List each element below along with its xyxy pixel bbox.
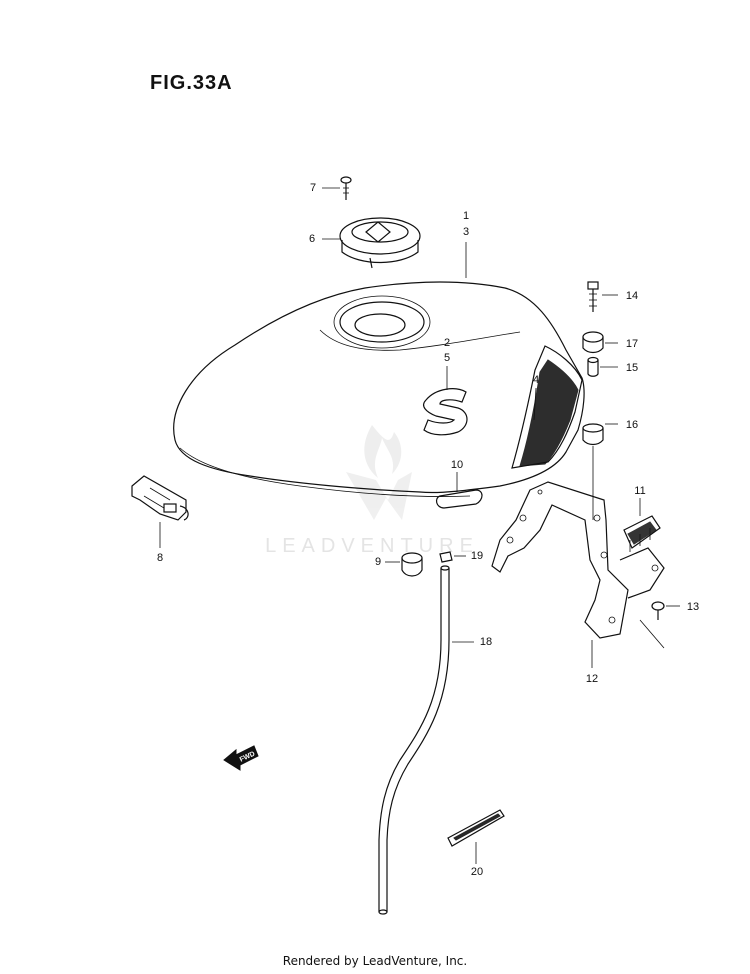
callout-20: 20: [470, 866, 484, 878]
callout-13: 13: [686, 601, 700, 613]
clip-19: [439, 551, 453, 563]
callout-4: 4: [532, 374, 540, 386]
cap-9: [401, 552, 423, 577]
bolt-14: [587, 281, 599, 312]
callout-1: 1: [462, 210, 470, 222]
leader-lines: [159, 187, 680, 864]
callout-16: 16: [625, 419, 639, 431]
callout-17: 17: [625, 338, 639, 350]
cushion-16: [582, 423, 604, 520]
callout-2: 2: [443, 337, 451, 349]
bolt-13: [651, 601, 665, 620]
callout-6: 6: [308, 233, 316, 245]
callout-9: 9: [374, 556, 382, 568]
fwd-arrow-icon: FWD: [223, 745, 259, 771]
callout-8: 8: [156, 552, 164, 564]
callout-12: 12: [585, 673, 599, 685]
callout-10: 10: [450, 459, 464, 471]
bracket-12: [491, 481, 665, 649]
footer-credit: Rendered by LeadVenture, Inc.: [282, 954, 468, 968]
callout-15: 15: [625, 362, 639, 374]
fuel-tank: [173, 281, 585, 509]
plate-20: [447, 809, 505, 847]
collar-15: [587, 356, 599, 377]
pad-11: [623, 515, 661, 552]
callout-5: 5: [443, 352, 451, 364]
callout-11: 11: [634, 485, 646, 497]
watermark-text: LEADVENTURE: [265, 535, 479, 557]
callout-18: 18: [479, 636, 493, 648]
screw-7: [340, 176, 352, 200]
figure-title: FIG.33A: [150, 72, 233, 94]
watermark-logo: [346, 425, 412, 520]
cushion-17: [582, 331, 604, 354]
fuel-cap: [339, 217, 421, 269]
callout-19: 19: [470, 550, 484, 562]
callout-7: 7: [309, 182, 317, 194]
hose-18: [378, 565, 450, 915]
clamp-8: [131, 475, 189, 521]
callout-3: 3: [462, 226, 470, 238]
callout-14: 14: [625, 290, 639, 302]
